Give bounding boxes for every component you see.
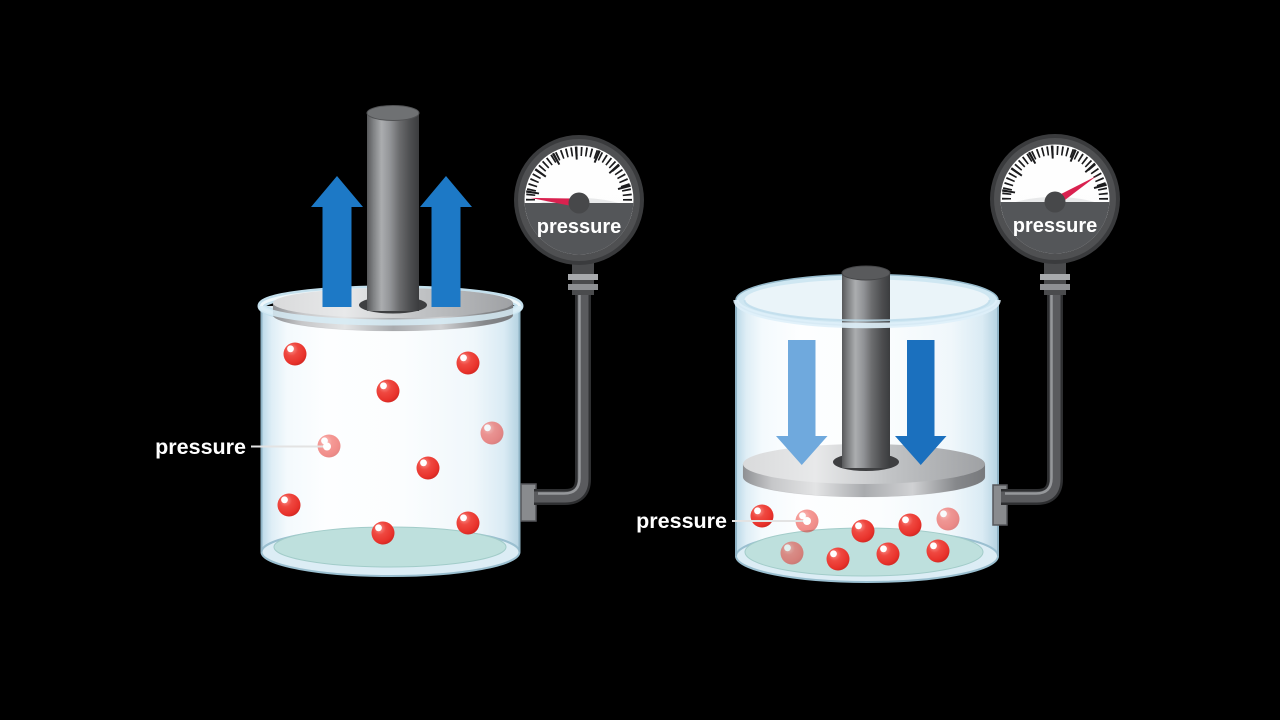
gas-molecule (826, 547, 850, 571)
pressure-gauge-left: pressure (514, 135, 644, 265)
gas-molecule (898, 513, 922, 537)
gas-molecule (780, 541, 804, 565)
connector-band (1040, 284, 1070, 290)
piston-rod-right (841, 265, 891, 468)
up-arrow-icon (420, 176, 472, 307)
rod-cap (366, 105, 420, 121)
pipe-outline (534, 293, 591, 505)
gas-molecule (376, 379, 400, 403)
gas-container-left (257, 285, 524, 577)
glass-rim-front (258, 305, 523, 326)
gas-molecule (851, 519, 875, 543)
pipe-outline (1001, 293, 1063, 505)
scene-low-pressure: pressure pressure (155, 105, 644, 577)
connector-band (568, 274, 598, 280)
up-arrows (311, 176, 472, 307)
rod-cap (841, 265, 891, 281)
gauge-face-detail (1000, 145, 1110, 254)
glass-rim-front (733, 299, 1001, 329)
pipe-body (1001, 293, 1061, 503)
gauge-pipe-left (520, 261, 598, 522)
gauge-label: pressure (537, 216, 622, 238)
pipe-nozzle (520, 483, 537, 522)
pressure-label-right: pressure (636, 509, 811, 533)
gas-molecule (371, 521, 395, 545)
needle-hub (568, 192, 590, 214)
pipe-highlight (1005, 293, 1053, 495)
down-arrows (776, 340, 947, 465)
glass-wall (261, 306, 520, 552)
gauge-label: pressure (1013, 215, 1098, 237)
pressure-label: pressure (155, 435, 246, 459)
glass-rim-front-inner (743, 299, 991, 322)
piston-rod-left (366, 105, 420, 311)
needle-hub (1044, 191, 1066, 213)
pipe-highlight (538, 293, 581, 495)
gas-molecule (936, 507, 960, 531)
rod-shaft (367, 113, 419, 311)
down-arrow-icon (895, 340, 947, 465)
pressure-gauge-right: pressure (990, 134, 1120, 264)
gas-molecules-left (277, 342, 504, 545)
pipe-body (534, 293, 589, 503)
up-arrow-icon (311, 176, 363, 307)
connector-band (568, 284, 598, 290)
gas-molecules-right (750, 504, 960, 571)
leader-dot (323, 442, 331, 451)
rod-shaft (842, 273, 890, 468)
scene-high-pressure: pressure pressure (636, 134, 1120, 583)
gas-molecule (876, 542, 900, 566)
leader-dot (803, 517, 811, 525)
gas-molecule (480, 421, 504, 445)
down-arrow-icon (776, 340, 828, 465)
pressure-label-left: pressure (155, 435, 331, 459)
pressure-label: pressure (636, 509, 727, 533)
connector-band (1040, 274, 1070, 280)
gas-molecule (283, 342, 307, 366)
gas-molecule (750, 504, 774, 528)
gas-molecule (456, 351, 480, 375)
gas-molecule (416, 456, 440, 480)
gas-molecule (277, 493, 301, 517)
gauge-needle (530, 197, 580, 208)
gas-molecule (926, 539, 950, 563)
gauge-pipe-right (992, 261, 1070, 526)
gas-molecule (456, 511, 480, 535)
